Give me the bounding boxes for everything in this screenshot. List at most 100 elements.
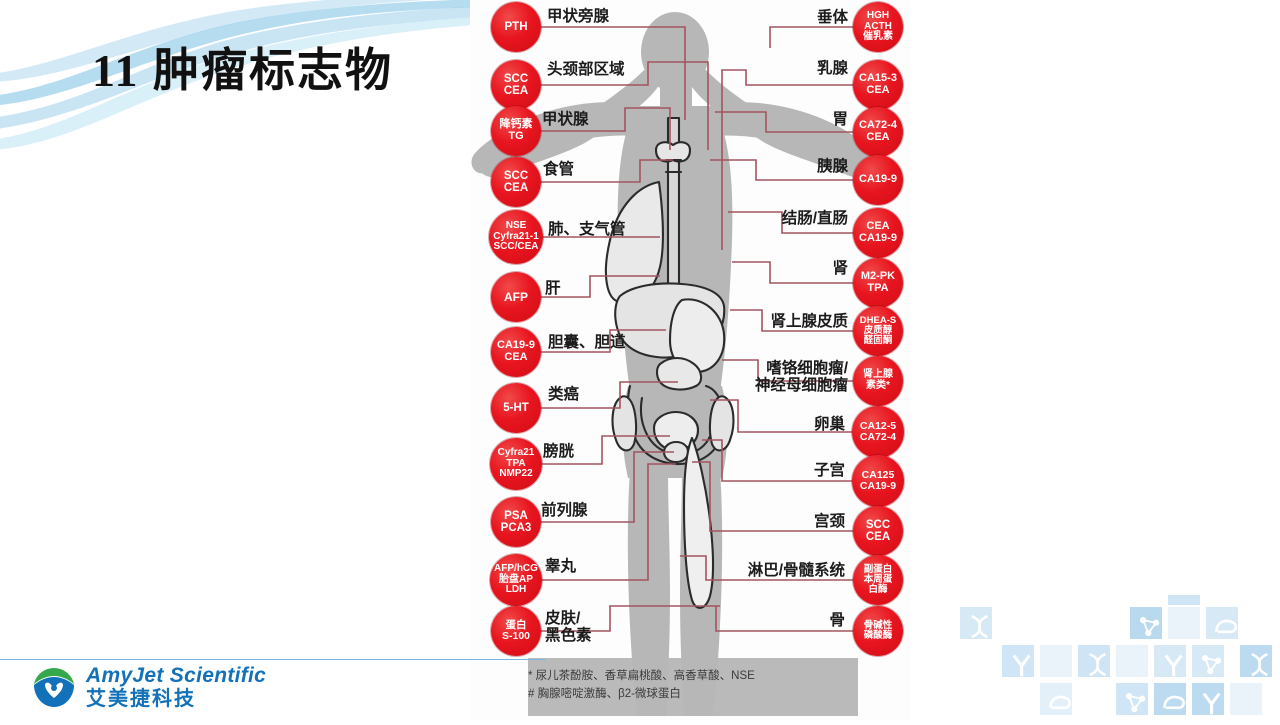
- organ-label: 肝: [545, 280, 561, 297]
- marker-text: CEA: [503, 182, 529, 194]
- marker-text: S-100: [501, 630, 531, 642]
- marker-text: 蛋白: [505, 618, 527, 631]
- organ-label: 甲状腺: [542, 111, 589, 128]
- organ-label: 宫颈: [813, 513, 845, 530]
- organ-label: 膀胱: [543, 443, 575, 460]
- marker-badge[interactable]: 骨碱性磷酸酶: [853, 606, 903, 656]
- marker-text: DHEA-S: [859, 314, 897, 326]
- footer-divider: [0, 659, 545, 660]
- organ-label: 结肠/直肠: [781, 210, 848, 227]
- marker-text: Cyfra21: [497, 446, 535, 458]
- marker-text: CEA: [866, 131, 890, 143]
- marker-text: ACTH: [864, 20, 892, 32]
- organ-label: 骨: [829, 612, 845, 629]
- marker-text: PCA3: [500, 522, 532, 534]
- organ-label: 类癌: [548, 386, 580, 403]
- marker-text: SCC: [503, 169, 529, 182]
- marker-badge[interactable]: 肾上腺素类*: [853, 356, 903, 406]
- organ-label: 子宫: [813, 462, 845, 479]
- marker-text: TPA: [506, 457, 526, 469]
- marker-text: M2-PK: [860, 270, 896, 283]
- marker-text: AFP: [504, 289, 528, 304]
- marker-text: Cyfra21-1: [493, 230, 539, 242]
- decorative-science-tiles: [950, 573, 1280, 720]
- organ-label: 肾上腺皮质: [770, 313, 848, 330]
- marker-text: PTH: [504, 20, 528, 33]
- organ-label: 胃: [832, 111, 848, 128]
- marker-text: HGH: [866, 9, 890, 21]
- amyjet-logo-icon: [34, 668, 74, 707]
- marker-text: AFP/hCG: [494, 562, 538, 574]
- marker-text: CA15-3: [859, 72, 897, 85]
- page-title: 11 肿瘤标志物: [92, 45, 393, 96]
- marker-text: 醛固酮: [863, 335, 893, 347]
- organ-label: 皮肤/黑色素: [545, 610, 592, 645]
- marker-text: TG: [508, 130, 524, 142]
- marker-text: 5-HT: [503, 401, 529, 414]
- organ-label: 垂体: [816, 9, 848, 26]
- marker-text: 皮质醇: [863, 324, 893, 336]
- marker-badge[interactable]: 5-HT: [491, 383, 541, 433]
- marker-text: 催乳素: [863, 31, 893, 43]
- marker-text: CEA: [865, 531, 891, 543]
- organ-label: 食管: [543, 161, 575, 178]
- marker-text: PSA: [504, 509, 528, 522]
- marker-badge[interactable]: AFP: [491, 272, 541, 322]
- marker-text: 肾上腺: [863, 369, 893, 381]
- marker-text: 胎盘AP: [499, 573, 533, 585]
- marker-text: 本周蛋: [863, 573, 893, 585]
- brand-name-en: AmyJet Scientific: [86, 664, 267, 687]
- organ-label: 胆囊、胆道: [548, 334, 626, 351]
- marker-text: 骨碱性: [863, 619, 893, 631]
- marker-text: NSE: [505, 219, 527, 231]
- organ-label: 肾: [832, 260, 848, 277]
- organ-label: 肺、支气管: [548, 221, 626, 238]
- marker-text: CEA: [504, 351, 528, 363]
- marker-text: 磷酸酶: [863, 630, 893, 641]
- marker-text: LDH: [505, 584, 527, 596]
- anatomy-diagram: [471, 12, 879, 716]
- marker-badge[interactable]: CA19-9: [853, 155, 903, 205]
- marker-text: NMP22: [499, 468, 533, 480]
- marker-text: CA19-9: [859, 480, 897, 492]
- marker-text: CA72-4: [859, 431, 897, 443]
- anatomy-figure: * 尿儿茶酚胺、香草扁桃酸、高香草酸、NSE # 胸腺嘧啶激酶、β2-微球蛋白: [470, 0, 910, 720]
- organ-label: 头颈部区域: [547, 61, 625, 78]
- marker-text: CEA: [866, 84, 890, 96]
- marker-text: CEA: [866, 220, 890, 233]
- marker-text: CA125: [861, 468, 895, 481]
- marker-badge[interactable]: PTH: [491, 2, 541, 52]
- marker-text: SCC: [503, 72, 529, 85]
- marker-text: CA19-9: [859, 232, 897, 244]
- brand-logo: AmyJet Scientific 艾美捷科技: [30, 662, 266, 712]
- organ-label: 乳腺: [816, 60, 848, 77]
- organ-label: 前列腺: [541, 502, 588, 519]
- marker-text: CA19-9: [859, 173, 897, 186]
- marker-text: 副蛋白: [863, 563, 893, 575]
- footnote-panel: [528, 658, 858, 716]
- footnote-line-2: # 胸腺嘧啶激酶、β2-微球蛋白: [528, 687, 681, 700]
- marker-text: 白酶: [868, 584, 888, 596]
- marker-text: CA19-9: [497, 339, 535, 352]
- marker-text: CA12-5: [859, 419, 897, 432]
- marker-text: TPA: [867, 282, 889, 294]
- marker-badge[interactable]: 副蛋白本周蛋白酶: [853, 555, 903, 605]
